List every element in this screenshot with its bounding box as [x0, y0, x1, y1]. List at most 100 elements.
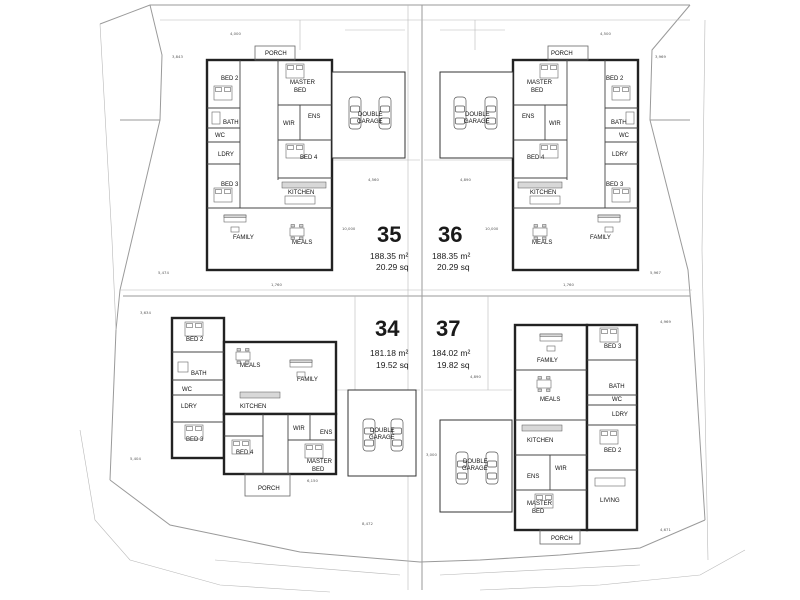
lot-37-family-label: FAMILY: [537, 358, 558, 364]
lot-36-bed3-label: BED 3: [606, 182, 624, 188]
lot-36-bed-label: BED: [531, 88, 544, 94]
lot-34-kitchen-label: KITCHEN: [240, 404, 266, 410]
lot-34-wir-label: WIR: [293, 426, 305, 432]
lot-35-area-m2: 188.35 m²: [370, 251, 408, 261]
dim-3634: 3,634: [140, 310, 151, 315]
lot-35-wir-label: WIR: [283, 121, 295, 127]
lot-35-bath-label: BATH: [223, 120, 239, 126]
lot-36-ens-label: ENS: [522, 114, 534, 120]
lot-37-info: 37 184.02 m² 19.82 sq: [432, 316, 470, 370]
lot-35-meals-label: MEALS: [292, 240, 312, 246]
lot-36-info: 36 188.35 m² 20.29 sq: [432, 222, 470, 272]
dim-5967: 5,967: [650, 270, 661, 275]
lot-37-bath-label: BATH: [609, 384, 625, 390]
dim-5474: 5,474: [158, 270, 169, 275]
dim-4000: 4,000: [230, 31, 241, 36]
lot-35-family-label: FAMILY: [233, 235, 254, 241]
lot-37-area-m2: 184.02 m²: [432, 348, 470, 358]
lot-36-meals-label: MEALS: [532, 240, 552, 246]
lot-34-wc-label: WC: [182, 387, 193, 393]
lot-36-bed2-label: BED 2: [606, 76, 624, 82]
lot-35-bed2-label: BED 2: [221, 76, 239, 82]
dim-1760: 1,760: [271, 282, 282, 287]
lot-37-double-label: DOUBLE: [463, 459, 488, 465]
lot-37-master-label: MASTER: [527, 501, 553, 507]
lot-35-garage-label: GARAGE: [357, 119, 383, 125]
lot-34-area-m2: 181.18 m²: [370, 348, 408, 358]
lot-37-ens-label: ENS: [527, 474, 539, 480]
lot-37-garage-label: GARAGE: [462, 466, 488, 472]
lot-35-ens-label: ENS: [308, 114, 320, 120]
lot-35-bed-label: BED: [294, 88, 307, 94]
lot-34-porch-label: PORCH: [258, 486, 280, 492]
lot-35-master-label: MASTER: [290, 80, 316, 86]
lot-35-kitchen-label: KITCHEN: [288, 190, 314, 196]
lot-37-bed3-label: BED 3: [604, 344, 622, 350]
lot-34-bath-label: BATH: [191, 371, 207, 377]
lot-36-family-label: FAMILY: [590, 235, 611, 241]
lot-36-wir-label: WIR: [549, 121, 561, 127]
dim-4969: 4,969: [660, 319, 671, 324]
lot-37-living-label: LIVING: [600, 498, 620, 504]
lot-36-wc-label: WC: [619, 133, 630, 139]
dim-4500: 4,500: [600, 31, 611, 36]
dim-6150: 6,150: [307, 478, 318, 483]
lot-35-double-label: DOUBLE: [358, 112, 383, 118]
lot-34-bed-label: BED: [312, 467, 325, 473]
lot-37-area-sq: 19.82 sq: [437, 360, 470, 370]
lot-36-double-label: DOUBLE: [465, 112, 490, 118]
lot-37-number: 37: [436, 316, 460, 341]
lot-35-info: 35 188.35 m² 20.29 sq: [370, 222, 409, 272]
lot-34-family-label: FAMILY: [297, 377, 318, 383]
lot-35-bed4-label: BED 4: [300, 155, 318, 161]
lot-34-ens-label: ENS: [320, 430, 332, 436]
lot-35-ldry-label: LDRY: [218, 152, 234, 158]
dim-4560: 4,560: [368, 177, 379, 182]
lot-34-bed2-label: BED 2: [186, 337, 204, 343]
lot-35-porch-label: PORCH: [265, 51, 287, 57]
lot-37-meals-label: MEALS: [540, 397, 560, 403]
dim-4671: 4,671: [660, 527, 671, 532]
lot-36-kitchen-label: KITCHEN: [530, 190, 556, 196]
dim-8472: 8,472: [362, 521, 373, 526]
lot-34-bed3-label: BED 3: [186, 437, 204, 443]
lot-35-wc-label: WC: [215, 133, 226, 139]
lot-35-bed3-label: BED 3: [221, 182, 239, 188]
dim-10000: 10,000: [342, 226, 356, 231]
dim-4890b: 4,890: [470, 374, 481, 379]
lot-37-ldry-label: LDRY: [612, 412, 628, 418]
lot-37-bed2-label: BED 2: [604, 448, 622, 454]
lot-34-garage-label: GARAGE: [369, 435, 395, 441]
lot-36-area-m2: 188.35 m²: [432, 251, 470, 261]
lot-37-kitchen-label: KITCHEN: [527, 438, 553, 444]
dim-3969: 3,969: [655, 54, 666, 59]
lot-37-wir-label: WIR: [555, 466, 567, 472]
lot-34-house: PORCH BED 2 BATH WC LDRY BED 3 MEALS FAM…: [170, 316, 417, 497]
lot-36-master-label: MASTER: [527, 80, 553, 86]
lot-36-ldry-label: LDRY: [612, 152, 628, 158]
dim-1760b: 1,760: [563, 282, 574, 287]
lot-34-bed4-label: BED 4: [236, 450, 254, 456]
dim-3000: 3,000: [426, 452, 437, 457]
lot-34-master-label: MASTER: [307, 459, 333, 465]
lot-36-area-sq: 20.29 sq: [437, 262, 470, 272]
lot-34-double-label: DOUBLE: [370, 428, 395, 434]
lot-35-house: PORCH BED 2 BATH WC LDRY BED 3 MASTER BE…: [205, 45, 406, 272]
dim-3843: 3,843: [172, 54, 183, 59]
lot-34-meals-label: MEALS: [240, 363, 260, 369]
lot-35-number: 35: [377, 222, 401, 247]
lot-36-number: 36: [438, 222, 462, 247]
lot-36-porch-label: PORCH: [551, 51, 573, 57]
lot-37-wc-label: WC: [612, 397, 623, 403]
lot-36-house: PORCH BED 2 BATH WC LDRY BED 3 MASTER BE…: [439, 45, 640, 272]
lot-35-area-sq: 20.29 sq: [376, 262, 409, 272]
lot-36-bed4-label: BED 4: [527, 155, 545, 161]
dim-5404: 5,404: [130, 456, 141, 461]
lot-34-number: 34: [375, 316, 400, 341]
lot-37-house: PORCH FAMILY MEALS KITCHEN ENS WIR MASTE…: [439, 323, 639, 545]
dim-10000b: 10,000: [485, 226, 499, 231]
lot-37-porch-label: PORCH: [551, 536, 573, 542]
site-boundaries: [79, 4, 746, 593]
lot-37-bed-label: BED: [532, 509, 545, 515]
